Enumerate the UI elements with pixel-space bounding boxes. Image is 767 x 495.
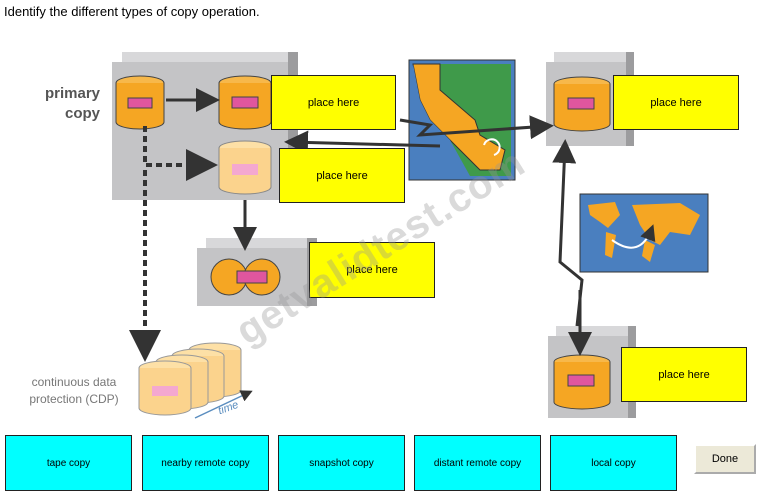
distant-disk-icon [553, 354, 611, 410]
drop-target-local[interactable]: place here [271, 75, 396, 130]
drop-target-nearby-remote[interactable]: place here [613, 75, 739, 130]
question-prompt: Identify the different types of copy ope… [4, 4, 260, 19]
tape-icon [210, 258, 281, 296]
local-copy-disk-icon [218, 75, 272, 130]
world-map-icon [579, 193, 709, 273]
cdp-label: continuous data protection (CDP) [29, 375, 119, 406]
primary-copy-label: primary copy [44, 85, 100, 122]
drop-target-distant-remote[interactable]: place here [621, 347, 747, 402]
option-local-copy[interactable]: local copy [550, 435, 677, 491]
option-tape-copy[interactable]: tape copy [5, 435, 132, 491]
remote-disk-icon [553, 76, 611, 132]
snapshot-disk-icon [218, 140, 272, 195]
option-snapshot-copy[interactable]: snapshot copy [278, 435, 405, 491]
drop-target-tape[interactable]: place here [309, 242, 435, 298]
drop-target-snapshot[interactable]: place here [279, 148, 405, 203]
done-button[interactable]: Done [694, 444, 756, 474]
option-distant-remote-copy[interactable]: distant remote copy [414, 435, 541, 491]
option-nearby-remote-copy[interactable]: nearby remote copy [142, 435, 269, 491]
primary-disk-icon [115, 75, 165, 130]
california-map-icon [408, 59, 516, 181]
cdp-disks-icon [138, 342, 253, 419]
